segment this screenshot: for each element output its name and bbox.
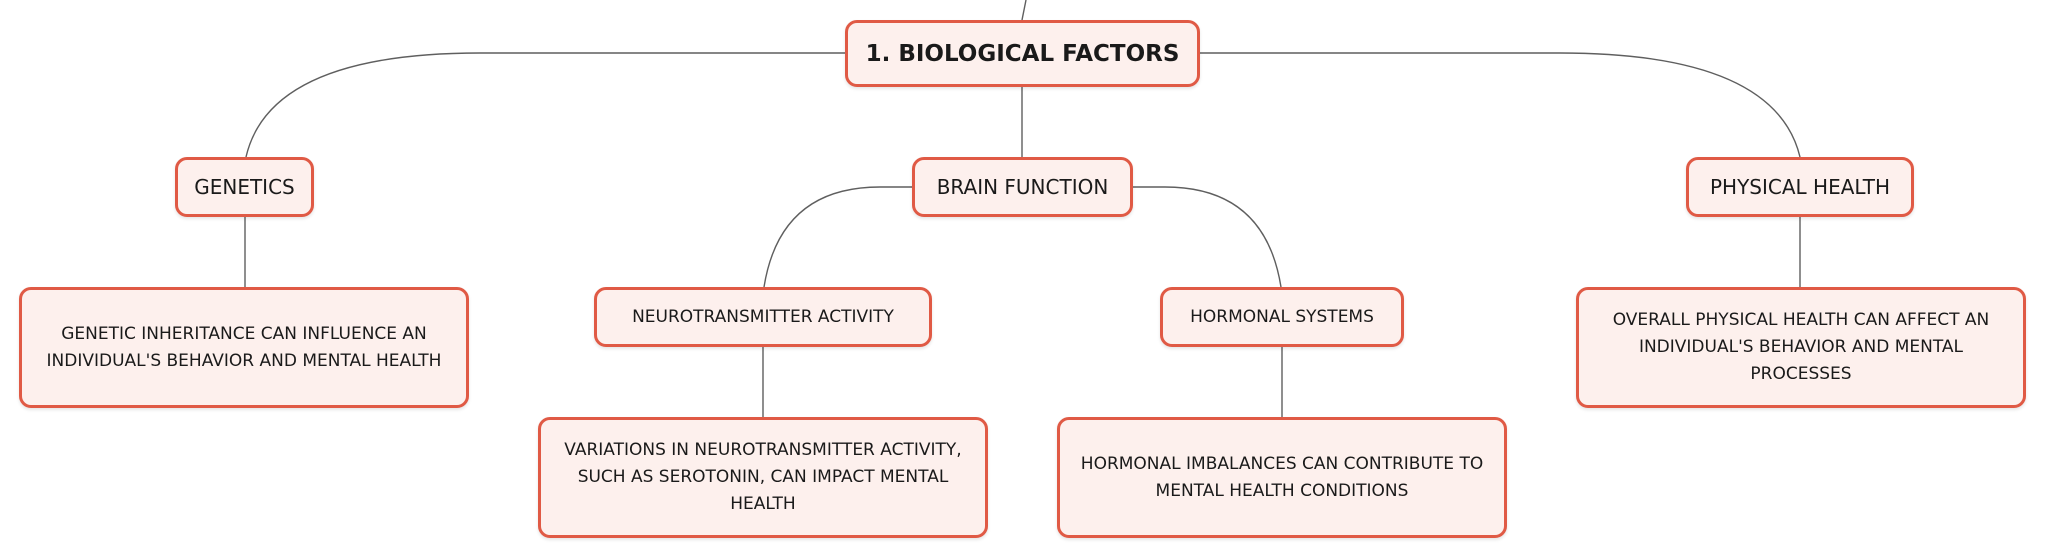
node-hormonal-detail-text: HORMONAL IMBALANCES CAN CONTRIBUTE TO ME… <box>1081 451 1483 505</box>
node-hormonal-detail[interactable]: HORMONAL IMBALANCES CAN CONTRIBUTE TO ME… <box>1057 417 1507 538</box>
connector-brain-hormonal <box>1133 186 1282 288</box>
detail-line: INDIVIDUAL'S BEHAVIOR AND MENTAL PROCESS… <box>1638 337 1964 384</box>
node-physical-health-label: PHYSICAL HEALTH <box>1709 175 1891 199</box>
node-neurotransmitter-activity[interactable]: NEUROTRANSMITTER ACTIVITY <box>594 287 932 347</box>
node-genetics-detail[interactable]: GENETIC INHERITANCE CAN INFLUENCE AN IND… <box>19 287 469 408</box>
node-brain-function-label: BRAIN FUNCTION <box>936 175 1109 199</box>
connector-parent-root <box>1021 0 1027 21</box>
node-neurotransmitter-detail-text: VARIATIONS IN NEUROTRANSMITTER ACTIVITY,… <box>549 437 977 518</box>
detail-line: INDIVIDUAL'S BEHAVIOR AND MENTAL HEALTH <box>46 350 442 371</box>
detail-line: OVERALL PHYSICAL HEALTH CAN AFFECT AN <box>1612 310 1990 330</box>
connector-root-physical <box>1200 52 1801 158</box>
node-genetics-label: GENETICS <box>194 175 295 199</box>
node-brain-function[interactable]: BRAIN FUNCTION <box>912 157 1133 217</box>
root-node-biological-factors[interactable]: 1. BIOLOGICAL FACTORS <box>845 20 1200 87</box>
node-physical-health[interactable]: PHYSICAL HEALTH <box>1686 157 1914 217</box>
node-genetics-detail-text: GENETIC INHERITANCE CAN INFLUENCE AN IND… <box>47 321 442 375</box>
node-neurotransmitter-activity-label: NEUROTRANSMITTER ACTIVITY <box>632 307 894 327</box>
node-physical-health-detail[interactable]: OVERALL PHYSICAL HEALTH CAN AFFECT AN IN… <box>1576 287 2026 408</box>
node-neurotransmitter-detail[interactable]: VARIATIONS IN NEUROTRANSMITTER ACTIVITY,… <box>538 417 988 538</box>
detail-line: HORMONAL IMBALANCES CAN CONTRIBUTE TO <box>1080 453 1484 474</box>
root-node-label: 1. BIOLOGICAL FACTORS <box>865 40 1180 67</box>
node-physical-health-detail-text: OVERALL PHYSICAL HEALTH CAN AFFECT AN IN… <box>1587 307 2015 388</box>
detail-line: MENTAL HEALTH CONDITIONS <box>1155 480 1409 501</box>
detail-line: VARIATIONS IN NEUROTRANSMITTER ACTIVITY, <box>564 440 962 460</box>
connector-brain-neuro <box>763 186 912 288</box>
detail-line: GENETIC INHERITANCE CAN INFLUENCE AN <box>61 323 427 344</box>
node-hormonal-systems-label: HORMONAL SYSTEMS <box>1190 307 1374 327</box>
detail-line: SUCH AS SEROTONIN, CAN IMPACT MENTAL HEA… <box>577 467 949 514</box>
connector-root-genetics <box>245 52 845 158</box>
node-genetics[interactable]: GENETICS <box>175 157 314 217</box>
node-hormonal-systems[interactable]: HORMONAL SYSTEMS <box>1160 287 1404 347</box>
